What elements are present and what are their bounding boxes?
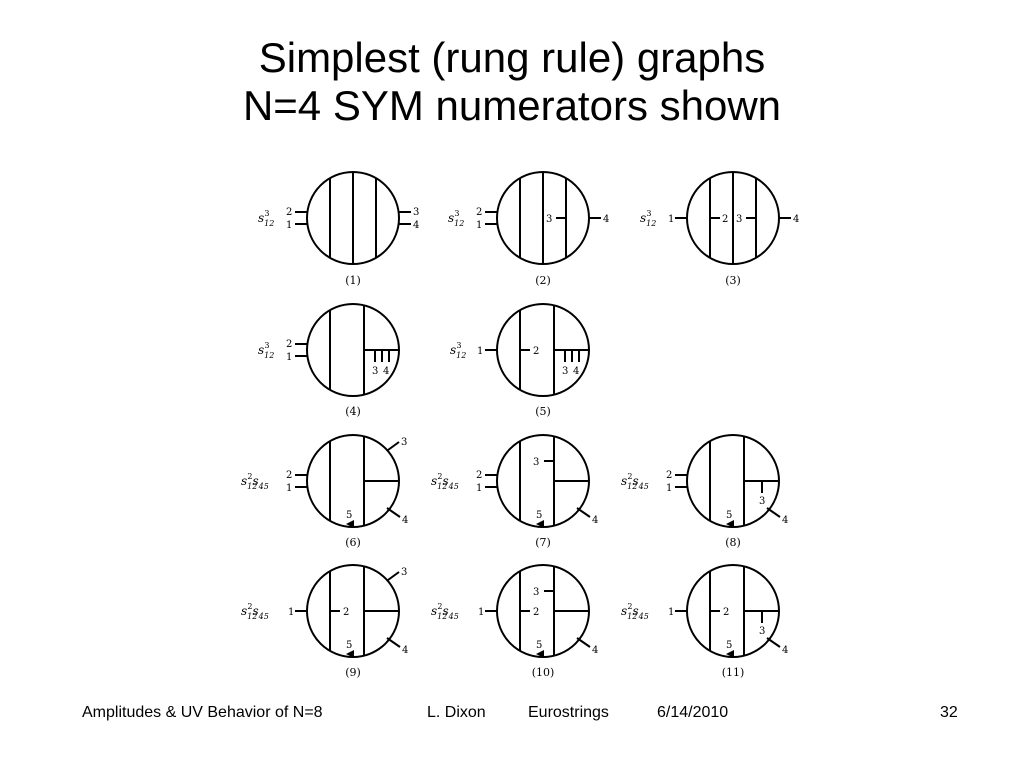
leg-label: 3: [533, 457, 539, 468]
leg-label: 5: [346, 640, 352, 651]
leg-label: 4: [592, 515, 598, 526]
leg-label: 3: [562, 366, 568, 377]
leg-label: 4: [402, 515, 408, 526]
leg-label: 2: [723, 607, 729, 618]
graph-caption: (6): [345, 536, 361, 549]
leg-label: 3: [759, 496, 765, 507]
leg-label: 4: [402, 645, 408, 656]
leg-label: 4: [793, 214, 799, 225]
prefactor: s122s45: [621, 472, 649, 491]
prefactor: s123: [258, 341, 274, 360]
graph-caption: (1): [345, 274, 361, 287]
leg-label: 1: [286, 352, 292, 363]
leg-label: 1: [286, 220, 292, 231]
graph-9: s122s45 1 2 3 4 5 (9): [241, 564, 408, 679]
graph-7: s122s45 2 1 3 4 5 (7): [431, 434, 598, 549]
graph-6: s122s45 2 1 3 4 5 (6): [241, 434, 408, 549]
footer-venue: Eurostrings: [528, 704, 609, 721]
leg-label: 5: [726, 640, 732, 651]
slide-footer: Amplitudes & UV Behavior of N=8 L. Dixon…: [0, 704, 1024, 728]
leg-label: 3: [736, 214, 742, 225]
graph-caption: (7): [535, 536, 551, 549]
prefactor: s122s45: [431, 472, 459, 491]
leg-label: 5: [536, 510, 542, 521]
leg-label: 3: [401, 567, 407, 578]
leg-label: 4: [782, 645, 788, 656]
leg-label: 2: [476, 207, 482, 218]
title-line-2: N=4 SYM numerators shown: [242, 82, 782, 129]
leg-label: 1: [668, 607, 674, 618]
graph-caption: (10): [532, 666, 555, 679]
leg-label: 1: [288, 607, 294, 618]
prefactor: s123: [450, 341, 466, 360]
leg-label: 4: [592, 645, 598, 656]
prefactor: s122s45: [621, 602, 649, 621]
graph-caption: (5): [535, 405, 551, 418]
graph-1: s123 2 1 3 4 (1): [258, 171, 419, 287]
graph-caption: (4): [345, 405, 361, 418]
leg-label: 1: [286, 483, 292, 494]
leg-label: 4: [383, 366, 389, 377]
prefactor: s122s45: [431, 602, 459, 621]
slide-title: Simplest (rung rule) graphs N=4 SYM nume…: [0, 34, 1024, 130]
leg-label: 2: [286, 470, 292, 481]
graph-caption: (2): [535, 274, 551, 287]
leg-label: 3: [759, 626, 765, 637]
title-line-1: Simplest (rung rule) graphs: [258, 34, 766, 81]
leg-label: 4: [603, 214, 609, 225]
leg-label: 5: [346, 510, 352, 521]
leg-label: 2: [476, 470, 482, 481]
leg-label: 5: [536, 640, 542, 651]
leg-label: 1: [476, 220, 482, 231]
prefactor: s122s45: [241, 602, 269, 621]
prefactor: s123: [640, 209, 656, 228]
leg-label: 1: [668, 214, 674, 225]
leg-label: 3: [533, 587, 539, 598]
graph-caption: (9): [345, 666, 361, 679]
prefactor: s123: [258, 209, 274, 228]
footer-date: 6/14/2010: [657, 704, 729, 721]
leg-label: 2: [286, 339, 292, 350]
leg-label: 3: [413, 207, 419, 218]
footer-talk-title: Amplitudes & UV Behavior of N=8: [82, 704, 323, 721]
leg-label: 1: [666, 483, 672, 494]
graph-3: s123 1 2 3 4 (3): [640, 171, 799, 287]
leg-label: 2: [666, 470, 672, 481]
leg-label: 4: [413, 220, 419, 231]
leg-label: 1: [478, 607, 484, 618]
prefactor: s123: [448, 209, 464, 228]
graph-caption: (11): [722, 666, 745, 679]
graph-4: s123 2 1 3 4 (4): [258, 303, 400, 418]
graph-caption: (8): [725, 536, 741, 549]
page-number: 32: [940, 704, 958, 721]
graph-11: s122s45 1 2 3 4 5 (11): [621, 564, 788, 679]
leg-label: 4: [782, 515, 788, 526]
leg-label: 2: [722, 214, 728, 225]
leg-label: 2: [533, 346, 539, 357]
leg-label: 2: [343, 607, 349, 618]
leg-label: 1: [477, 346, 483, 357]
leg-label: 2: [286, 207, 292, 218]
leg-label: 1: [476, 483, 482, 494]
prefactor: s122s45: [241, 472, 269, 491]
leg-label: 3: [546, 214, 552, 225]
footer-author: L. Dixon: [427, 704, 486, 721]
leg-label: 4: [573, 366, 579, 377]
graph-2: s123 2 1 3 4 (2): [448, 171, 609, 287]
leg-label: 5: [726, 510, 732, 521]
graph-10: s122s45 1 2 3 4 5 (10): [431, 564, 598, 679]
graph-diagrams: s123 2 1 3 4 (1) s123 2 1 3 4 (2): [241, 171, 799, 679]
graph-8: s122s45 2 1 3 4 5 (8): [621, 434, 788, 549]
leg-label: 3: [372, 366, 378, 377]
graph-caption: (3): [725, 274, 741, 287]
leg-label: 3: [401, 437, 407, 448]
leg-label: 2: [533, 607, 539, 618]
graph-5: s123 1 2 3 4 (5): [450, 303, 590, 418]
